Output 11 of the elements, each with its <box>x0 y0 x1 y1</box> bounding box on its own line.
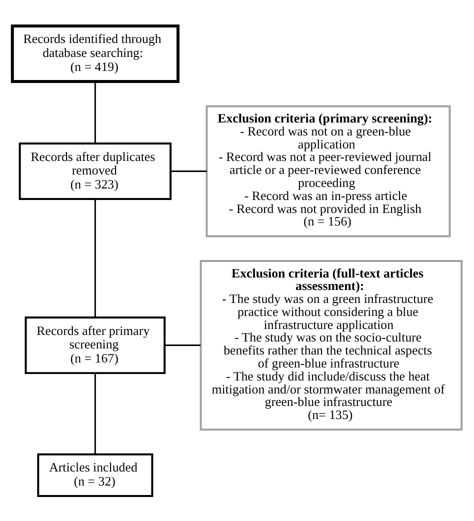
node-box: Exclusion criteria (full-text articles assessment): - The study was on a green infrastructure practice without considering a blue infrastructure application - The study was on the socio-culture benefits rather than the technical aspects of green-blue infrastructure - The study did include/discuss the heat mitigation and/or stormwater management of green-blue infrastructure (n= 135) <box>200 260 463 430</box>
connector <box>170 170 207 172</box>
connector <box>94 81 96 143</box>
connector <box>94 372 96 454</box>
node-box: Articles included (n = 32) <box>37 452 154 497</box>
connector <box>94 198 96 317</box>
node-box: Exclusion criteria (primary screening): - Record was not on a green-blue application - Record was not a peer-reviewed journal article or a peer-reviewed conference proceeding - Record was an in-press article - Record was not provided in English (n = 156) <box>206 104 451 237</box>
node-box: Records identified through database searching: (n = 419) <box>10 24 180 82</box>
node-box: Records after primary screening (n = 167) <box>24 316 166 374</box>
node-box: Records after duplicates removed (n = 323) <box>18 142 172 200</box>
connector <box>164 344 201 346</box>
